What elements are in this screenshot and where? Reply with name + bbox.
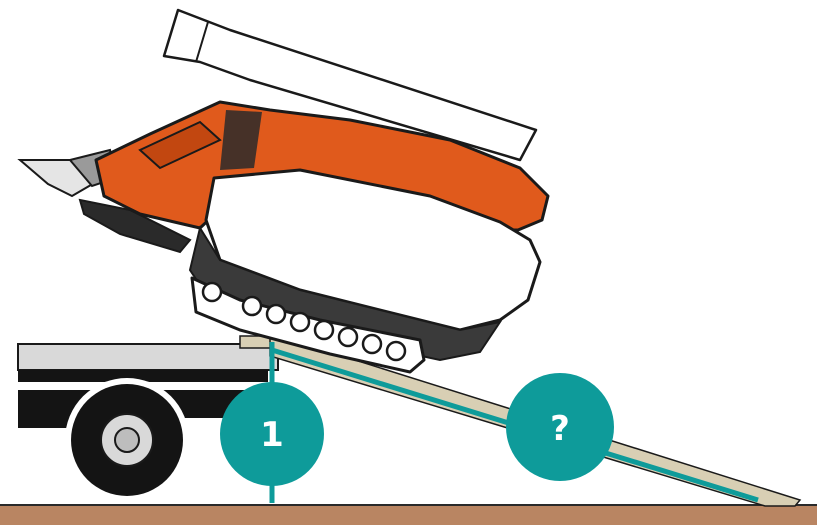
trailer-deck-top xyxy=(17,343,279,371)
ramp-length-marker-label: ? xyxy=(550,409,570,449)
ramp-length-marker-badge: ? xyxy=(506,373,614,481)
wheel-icon xyxy=(65,378,189,502)
machine-chute xyxy=(162,8,538,162)
trailer-bumper xyxy=(18,418,78,428)
tracked-harvester-icon xyxy=(17,8,550,374)
height-marker-label: 1 xyxy=(260,415,284,455)
height-marker-badge: 1 xyxy=(220,382,324,486)
machine-track xyxy=(190,276,426,374)
ground xyxy=(0,505,817,525)
